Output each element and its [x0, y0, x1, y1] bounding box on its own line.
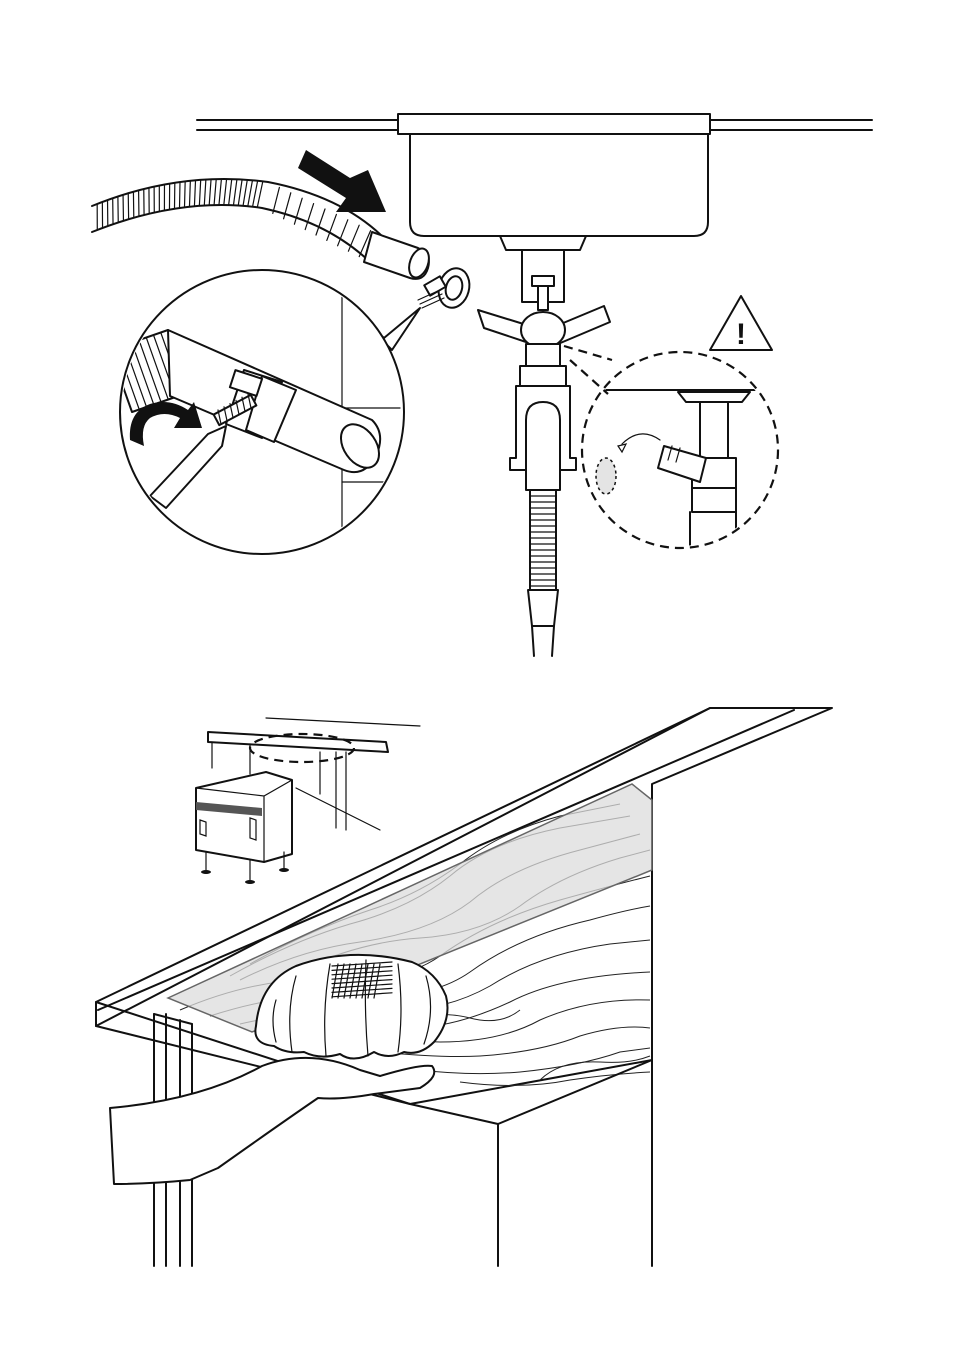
- clamp-detail-circle: [110, 270, 420, 560]
- bold-arrow-icon: [298, 150, 386, 212]
- hose-rib: [248, 180, 253, 206]
- hose-rib: [253, 181, 258, 207]
- remove-plug-detail: [564, 346, 778, 560]
- dishwasher-overview: [196, 718, 420, 884]
- hose-rib: [257, 181, 263, 207]
- svg-text:!: !: [736, 318, 746, 351]
- hose-rib: [305, 204, 313, 230]
- hose-rib: [199, 180, 200, 206]
- hose-rib: [214, 179, 216, 205]
- hose-rib: [238, 180, 242, 206]
- curved-arrow-icon: [622, 434, 660, 444]
- exclamation-triangle-icon: !: [710, 296, 772, 351]
- hose-rib: [229, 179, 232, 205]
- drain-plug: [596, 458, 616, 494]
- drain-pipe: [528, 490, 558, 656]
- hose-rib: [204, 180, 206, 206]
- hose-rib: [189, 181, 190, 207]
- hose-rib: [224, 179, 227, 205]
- hose-rib: [316, 209, 325, 235]
- hose-rib: [219, 179, 221, 205]
- countertop: [197, 114, 872, 134]
- hand: [110, 1058, 434, 1184]
- hose-rib: [209, 179, 211, 205]
- hose-rib: [273, 187, 280, 213]
- condensation-protection-diagram: [0, 680, 965, 1362]
- hose-rib: [180, 182, 181, 208]
- hose-rib: [233, 179, 236, 205]
- drain-hose: [92, 179, 433, 280]
- sink-basin: [410, 134, 708, 236]
- hose-connection-diagram: !: [0, 0, 965, 680]
- drain-siphon: [478, 236, 610, 490]
- hose-rib: [194, 180, 195, 206]
- hose-rib: [243, 180, 247, 206]
- hose-rib: [184, 181, 185, 207]
